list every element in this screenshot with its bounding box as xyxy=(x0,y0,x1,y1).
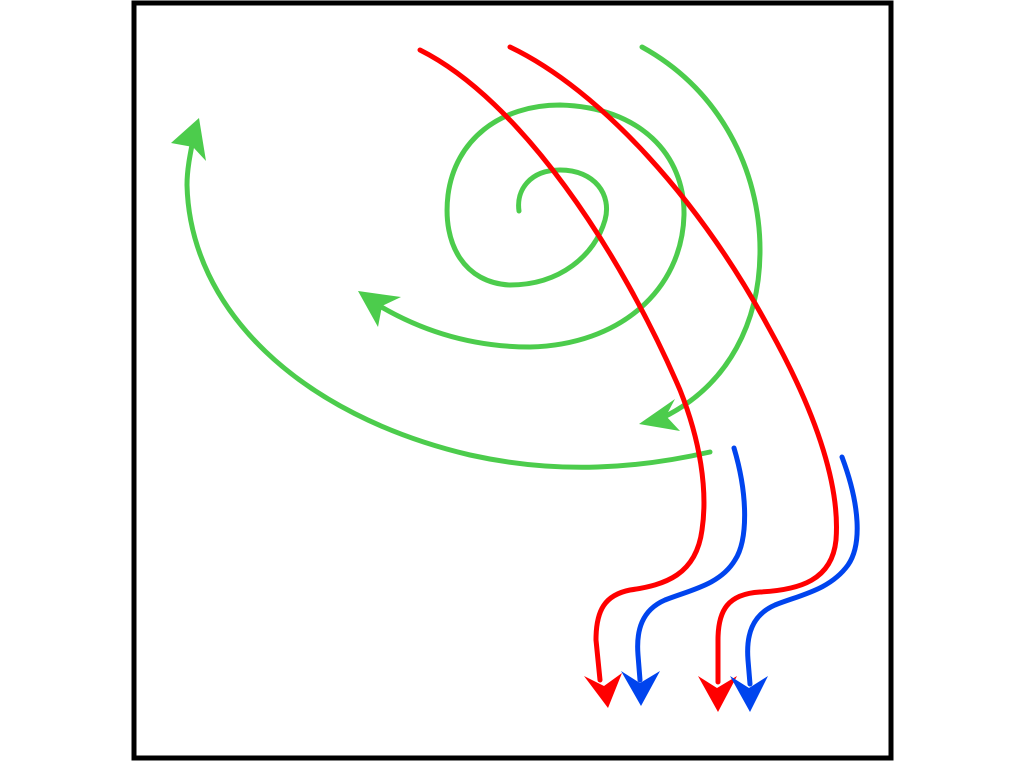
red-right-arrow xyxy=(507,44,839,712)
blue-right-arrow xyxy=(730,454,860,712)
green-outer-arc-arrow xyxy=(171,118,713,470)
red-left-arrow xyxy=(417,47,707,708)
green-right-arc-arrow xyxy=(639,44,763,431)
blue-left-arrow xyxy=(621,445,748,706)
green-spiral-arrow xyxy=(358,102,687,350)
diagram-frame xyxy=(131,0,894,761)
